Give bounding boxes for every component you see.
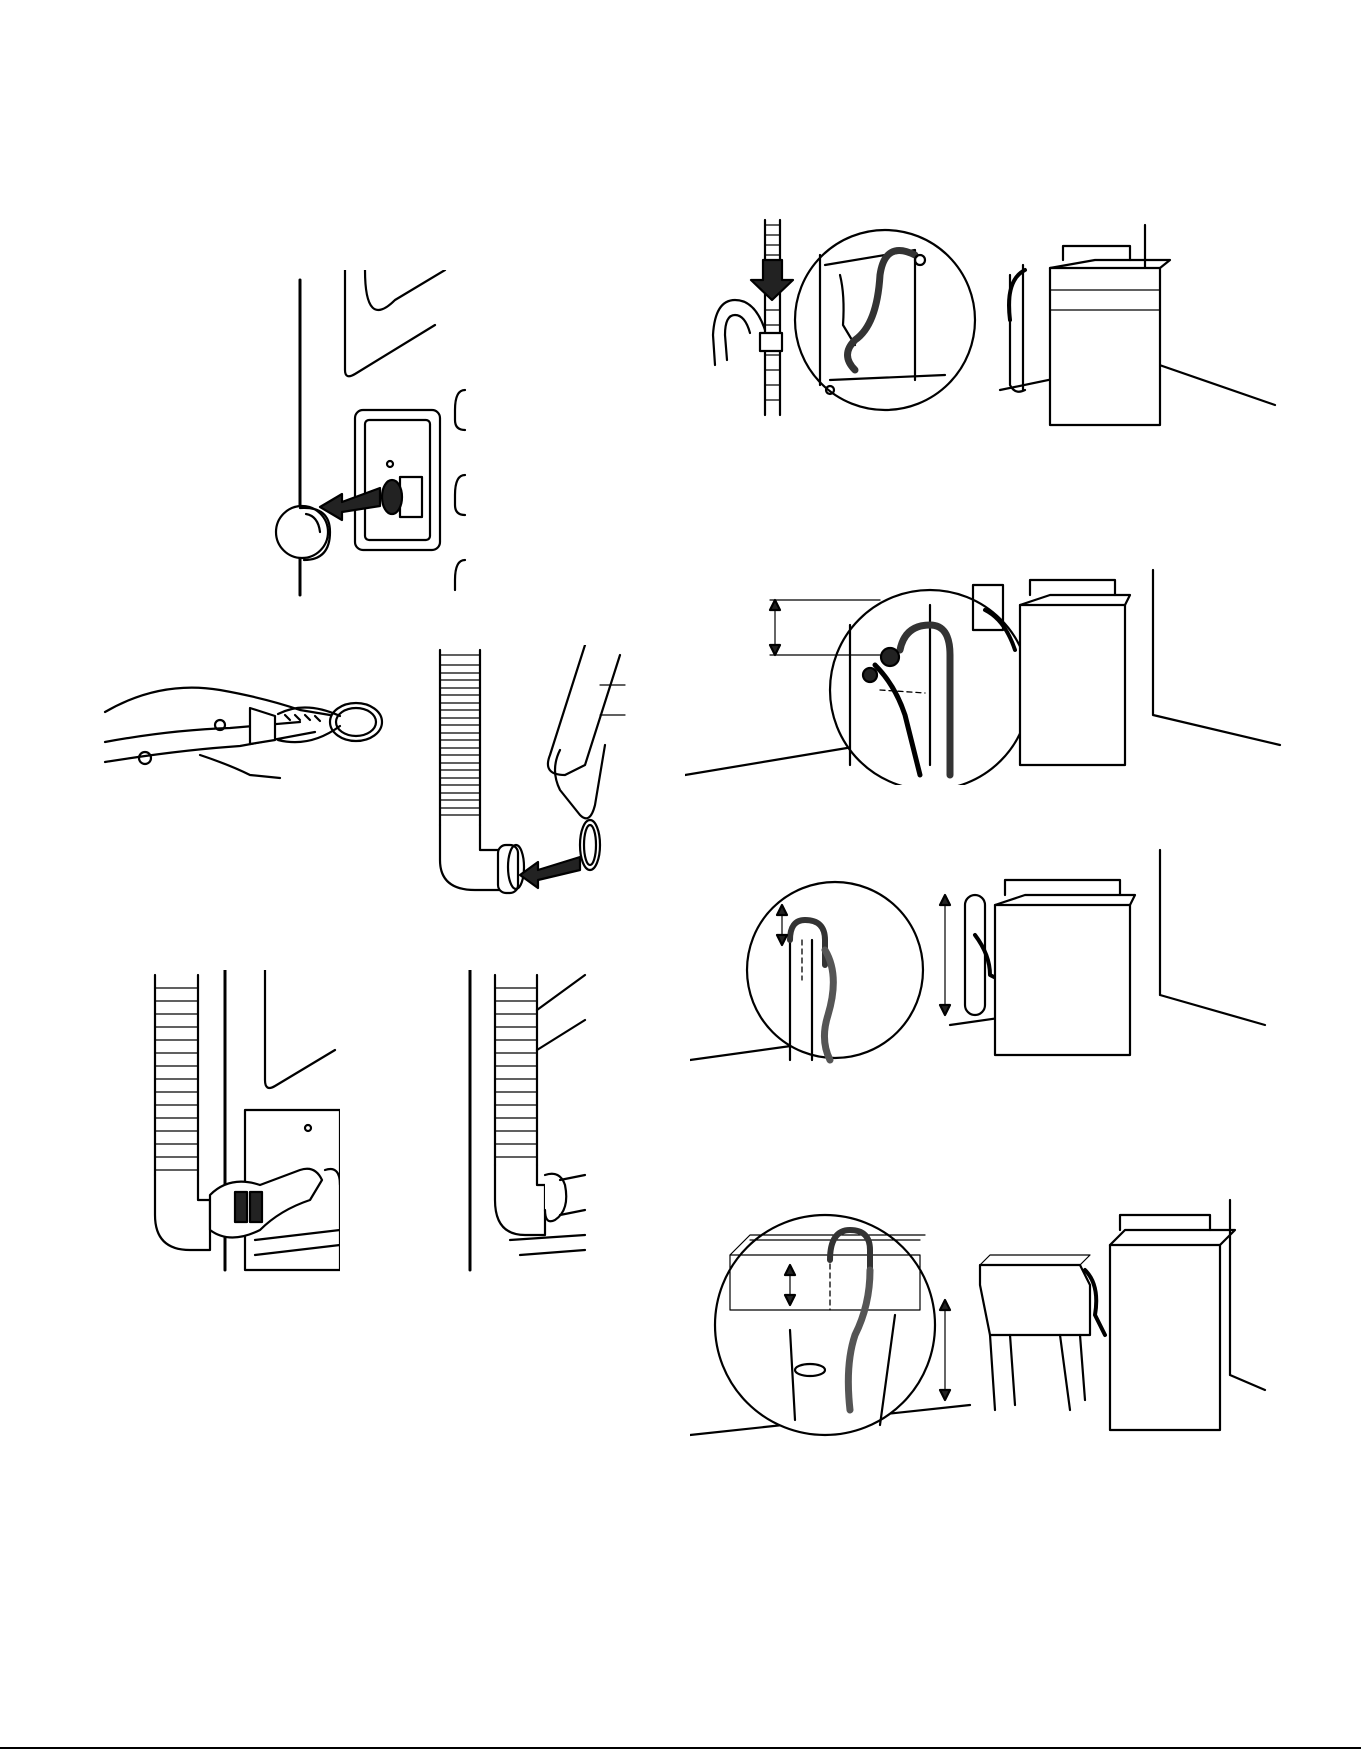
tighten-with-wrench-figure xyxy=(150,970,340,1275)
locking-pliers-clamp-figure xyxy=(100,670,385,785)
footer-rule xyxy=(0,1747,1361,1749)
laundry-tub-figure xyxy=(690,1195,1270,1440)
standpipe-floor-drain-figure xyxy=(995,220,1280,430)
remove-drain-cap-figure xyxy=(260,270,470,600)
wall-standpipe-figure xyxy=(685,565,1285,785)
form-drain-hose-figure xyxy=(705,215,990,430)
standpipe-height-figure xyxy=(690,845,1270,1065)
clamp-onto-elbow-figure xyxy=(430,645,630,900)
hose-attached-figure xyxy=(465,970,590,1275)
